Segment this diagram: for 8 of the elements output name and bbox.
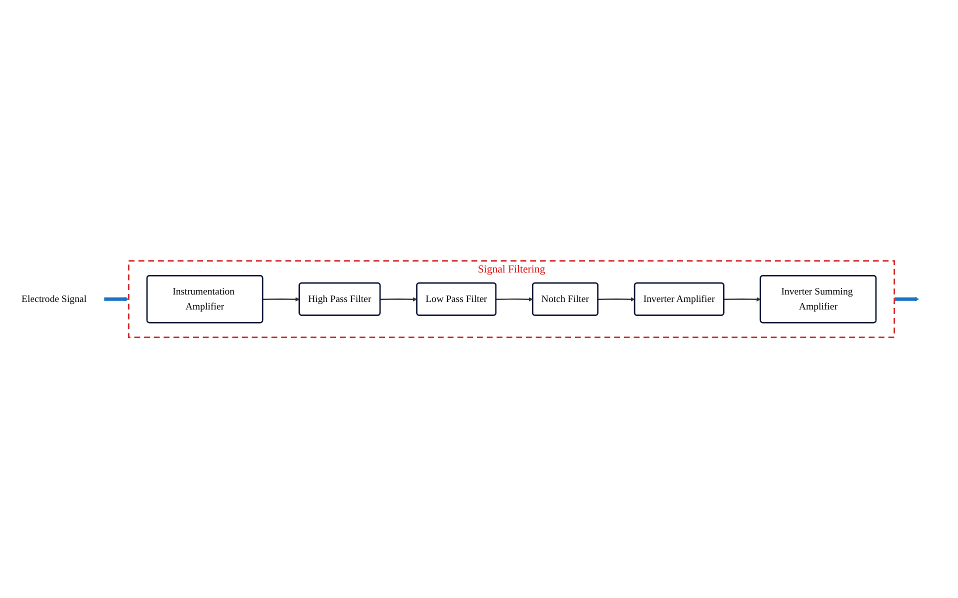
arrow xyxy=(380,297,418,302)
arrow xyxy=(496,297,534,302)
arrow xyxy=(262,297,300,302)
arrow xyxy=(104,296,129,302)
arrow xyxy=(724,297,761,302)
node-text: Electrode Signal xyxy=(22,294,87,304)
arrow xyxy=(894,296,920,302)
arrow xyxy=(598,297,635,302)
